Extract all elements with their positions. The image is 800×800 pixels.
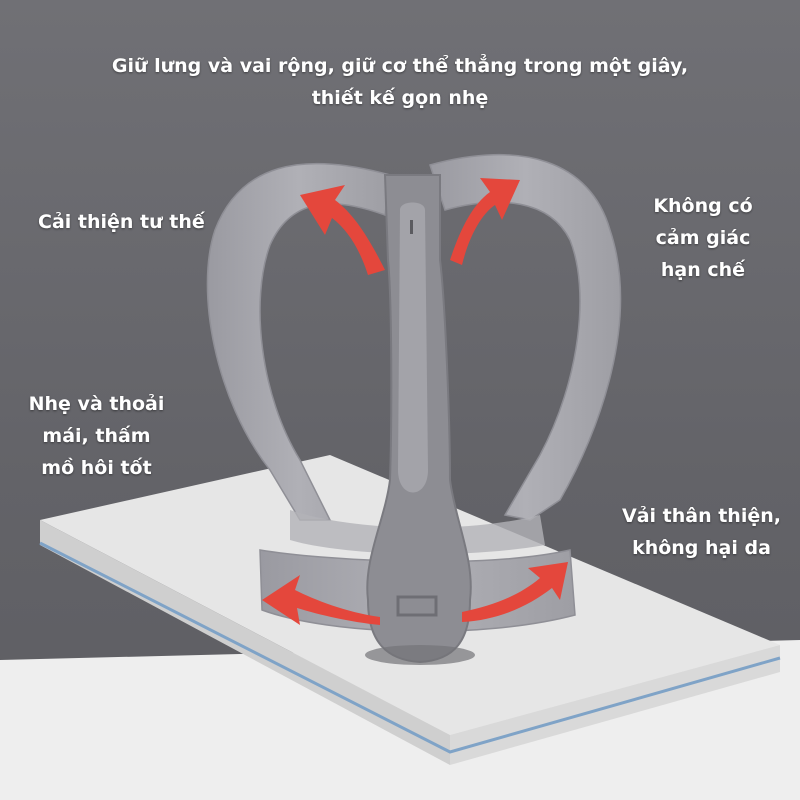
- posture-line-1: Cải thiện tư thế: [38, 211, 205, 233]
- no-restriction-line-2: cảm giác: [655, 227, 751, 249]
- headline-line-2: thiết kế gọn nhẹ: [311, 87, 489, 109]
- headline-line-1: Giữ lưng và vai rộng, giữ cơ thể thẳng t…: [111, 55, 689, 77]
- comfort-line-2: mái, thấm: [42, 425, 151, 447]
- buckle: [396, 595, 438, 617]
- fabric-line-2: không hại da: [632, 537, 771, 559]
- red-arrow-icon: [262, 178, 568, 625]
- posture-caption: Cải thiện tư thế: [38, 206, 205, 238]
- comfort-line-3: mồ hôi tốt: [41, 457, 152, 479]
- fabric-caption: Vải thân thiện, không hại da: [604, 500, 799, 564]
- right-shoulder-strap: [429, 154, 622, 521]
- comfort-caption: Nhẹ và thoải mái, thấm mồ hôi tốt: [14, 388, 179, 484]
- no-restriction-line-1: Không có: [653, 195, 753, 217]
- fabric-line-1: Vải thân thiện,: [622, 505, 781, 527]
- left-shoulder-strap: [206, 162, 391, 521]
- no-restriction-line-3: hạn chế: [660, 259, 746, 281]
- headline-caption: Giữ lưng và vai rộng, giữ cơ thể thẳng t…: [0, 50, 800, 114]
- comfort-line-1: Nhẹ và thoải: [28, 393, 165, 415]
- no-restriction-caption: Không có cảm giác hạn chế: [628, 190, 778, 286]
- spine-slot: [410, 220, 413, 234]
